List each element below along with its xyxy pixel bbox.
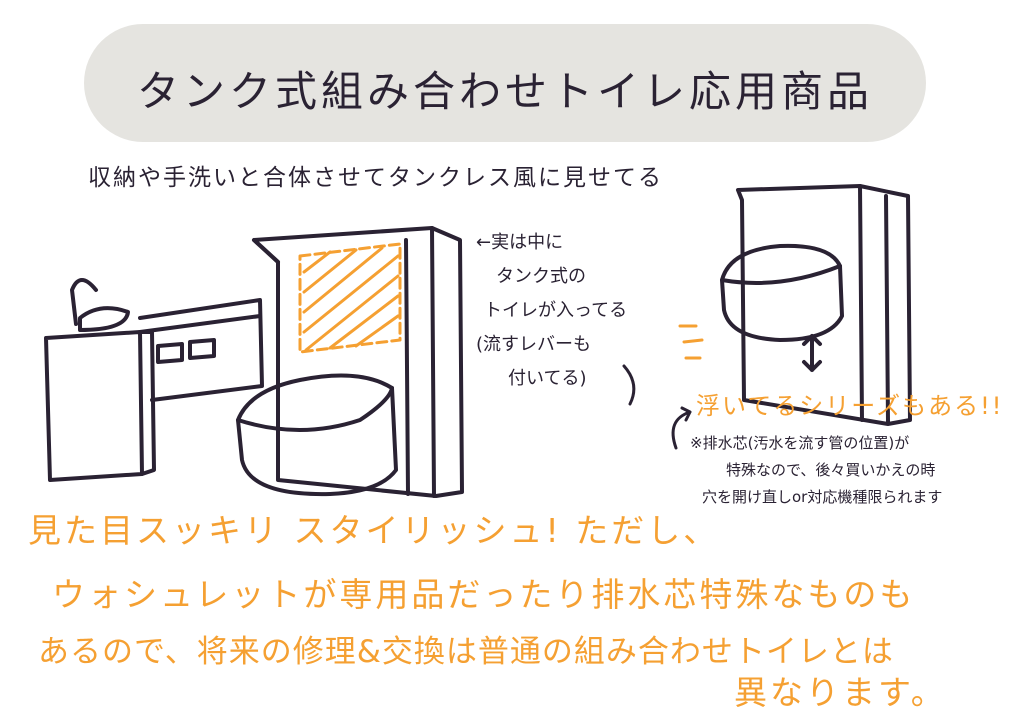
annotation-line: トイレが入ってる bbox=[484, 300, 628, 321]
drain-note: ※排水芯(汚水を流す管の位置)が 特殊なので、後々買いかえの時 穴を開け直しor… bbox=[690, 430, 942, 511]
drain-note-line: ※排水芯(汚水を流す管の位置)が bbox=[690, 434, 910, 452]
conclusion-line: あるので、将来の修理&交換は普通の組み合わせトイレとは bbox=[38, 634, 894, 670]
annotation-line: タンク式の bbox=[496, 266, 586, 287]
float-motion-marks bbox=[678, 324, 704, 360]
conclusion-line: 異なります。 bbox=[734, 673, 947, 712]
bracket bbox=[622, 364, 636, 406]
annotation-line: ←実は中に bbox=[476, 232, 564, 253]
conclusion-line: 見た目スッキリ スタイリッシュ! ただし、 bbox=[28, 511, 720, 550]
tankless-style-cabinet-toilet bbox=[44, 226, 464, 498]
annotation-line: 付いてる) bbox=[508, 368, 587, 389]
subtitle: 収納や手洗いと合体させてタンクレス風に見せてる bbox=[88, 165, 663, 191]
curved-arrow-icon bbox=[671, 406, 692, 450]
title-banner bbox=[84, 24, 926, 142]
floating-series-note: 浮いてるシリーズもある!! bbox=[696, 392, 1004, 420]
annotation-line: (流すレバーも bbox=[476, 334, 592, 355]
annotation-hidden-tank: ←実は中に タンク式の トイレが入ってる (流すレバーも 付いてる) bbox=[476, 226, 627, 396]
drain-note-line: 穴を開け直しor対応機種限られます bbox=[702, 488, 943, 506]
conclusion-line: ウォシュレットが専用品だったり排水芯特殊なものも bbox=[52, 575, 916, 614]
page-title: タンク式組み合わせトイレ応用商品 bbox=[136, 67, 873, 116]
hatched-tank-area bbox=[298, 242, 402, 354]
floating-toilet bbox=[720, 184, 912, 426]
drain-note-line: 特殊なので、後々買いかえの時 bbox=[726, 461, 936, 479]
